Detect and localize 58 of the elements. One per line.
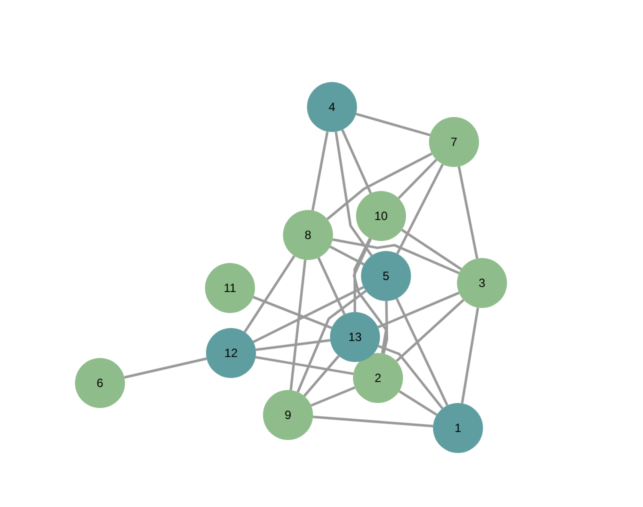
- node-label: 1: [454, 421, 462, 435]
- edge-line: [398, 158, 438, 200]
- edge-line: [311, 131, 329, 211]
- graph-node-circle: [356, 191, 406, 241]
- edge-line: [317, 257, 346, 315]
- graph-node-circle: [457, 258, 507, 308]
- edge-line: [296, 290, 367, 392]
- edge-line: [334, 132, 373, 256]
- edge-line: [378, 292, 460, 328]
- edge-line: [290, 260, 306, 390]
- edge-line: [396, 298, 448, 406]
- graph-node-circle: [353, 353, 403, 403]
- graph-node-circle: [205, 263, 255, 313]
- graph-node-circle: [75, 358, 125, 408]
- node-label: 7: [450, 135, 458, 149]
- edge-line: [252, 296, 332, 330]
- graph-node-circle: [206, 328, 256, 378]
- edge-line: [124, 357, 207, 379]
- edge-line: [255, 356, 354, 376]
- graph-node-circle: [429, 117, 479, 167]
- edge-line: [352, 238, 388, 354]
- edge-line: [382, 300, 388, 354]
- edge-line: [341, 129, 372, 194]
- edge-line: [326, 152, 432, 220]
- edge-line: [353, 238, 372, 312]
- graph-node-circle: [283, 210, 333, 260]
- edge-line: [244, 255, 296, 333]
- node-label: 11: [224, 281, 236, 295]
- node-label: 8: [304, 228, 312, 242]
- edge-line: [310, 386, 356, 407]
- edge-line: [312, 416, 434, 428]
- edge-line: [330, 246, 364, 266]
- edge-line: [356, 112, 430, 136]
- edge-line: [460, 308, 480, 404]
- node-label: 3: [478, 276, 486, 290]
- graph-node-circle: [330, 312, 380, 362]
- edge-line: [398, 390, 438, 416]
- node-label: 9: [284, 408, 292, 422]
- edge-line: [378, 344, 444, 410]
- edge-line: [303, 355, 340, 397]
- graph-node-circle: [263, 390, 313, 440]
- node-label: 12: [224, 346, 238, 360]
- graph-node-circle: [433, 403, 483, 453]
- node-label: 13: [348, 330, 362, 344]
- edge-line: [332, 238, 460, 274]
- node-label: 5: [382, 269, 390, 283]
- edge-line: [401, 228, 462, 270]
- node-label: 4: [328, 100, 336, 114]
- edge-line: [396, 298, 464, 362]
- node-label: 2: [374, 371, 382, 385]
- edge-line: [252, 286, 364, 344]
- graph-node-circle: [361, 251, 411, 301]
- edge-line: [458, 166, 478, 259]
- node-label: 6: [96, 376, 104, 390]
- graph-node-circle: [307, 82, 357, 132]
- edge-line: [256, 338, 330, 352]
- edge-line: [396, 164, 444, 254]
- node-label: 10: [374, 209, 388, 223]
